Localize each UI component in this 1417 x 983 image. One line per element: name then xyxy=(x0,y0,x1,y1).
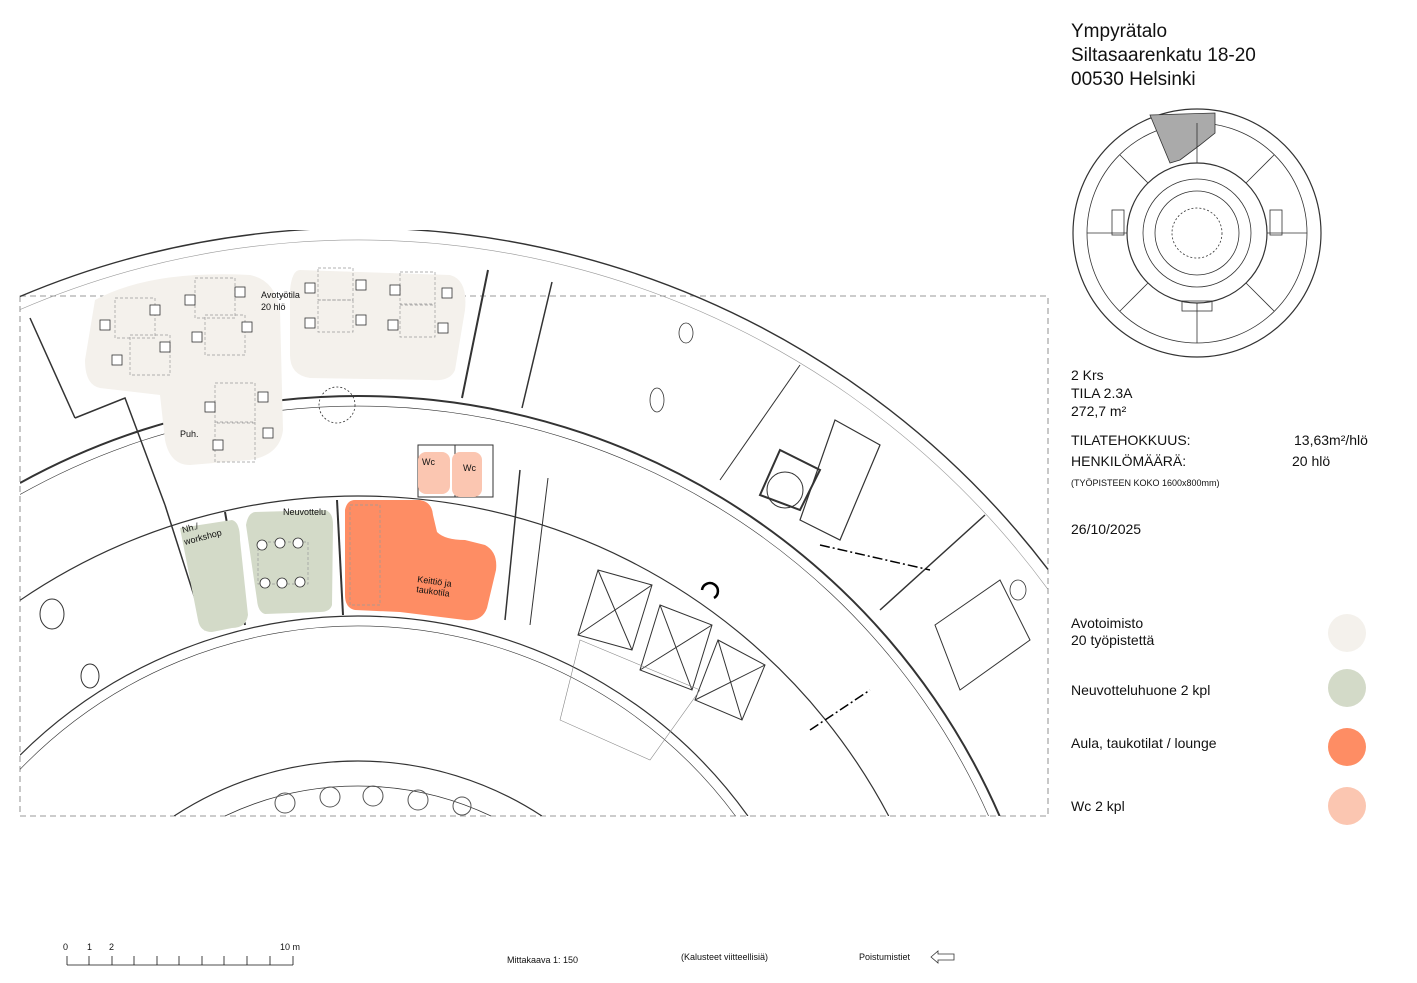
label-phone-room: Puh. xyxy=(180,429,199,439)
legend-swatch-meeting xyxy=(1328,669,1366,707)
exits-label: Poistumistiet xyxy=(859,952,911,962)
address-block: Ympyrätalo Siltasaarenkatu 18-20 00530 H… xyxy=(1071,20,1256,92)
zone-meeting xyxy=(246,510,333,614)
zone-open-office-east xyxy=(290,270,466,381)
legend-swatch-open-office xyxy=(1328,614,1366,652)
stairs-and-elevators xyxy=(559,569,766,761)
floor-plan: Avotyötila 20 hlö Puh. Nh./ workshop Neu… xyxy=(19,230,1049,817)
core-wall xyxy=(20,615,749,816)
legend-sublabel: 20 työpistettä xyxy=(1071,632,1155,648)
label-open-office-count: 20 hlö xyxy=(261,302,286,312)
atrium-wall xyxy=(173,760,543,816)
atrium-inner-wall xyxy=(224,785,492,816)
label-kitchen-1: Keittiö ja xyxy=(417,574,453,589)
corridor-wall-outer-line xyxy=(20,405,989,816)
corridor-wall-inner xyxy=(20,495,890,816)
persons-value: 20 hlö xyxy=(1292,453,1331,469)
stair-direction-icon xyxy=(700,581,720,600)
scale-tick-10: 10 m xyxy=(280,942,300,952)
label-open-office: Avotyötila xyxy=(261,290,300,300)
scale-tick-1: 1 xyxy=(87,942,92,952)
corridor-wall-outer xyxy=(20,394,1001,816)
city: 00530 Helsinki xyxy=(1071,69,1196,90)
label-wc-2: Wc xyxy=(463,463,476,473)
exit-arrow-icon xyxy=(930,950,955,964)
floor-label: 2 Krs xyxy=(1071,367,1104,383)
zone-workshop xyxy=(180,520,248,632)
zone-open-office-west xyxy=(85,274,283,465)
legend-open-office: Avotoimisto 20 työpistettä xyxy=(1071,615,1154,649)
persons-label: HENKILÖMÄÄRÄ: xyxy=(1071,453,1187,469)
scale-tick-2: 2 xyxy=(109,942,114,952)
outer-facade-inner-line xyxy=(20,239,1048,590)
efficiency-value: 13,63m²/hlö xyxy=(1294,432,1368,448)
core-wall-line xyxy=(20,625,736,816)
efficiency-label: TILATEHOKKUUS: xyxy=(1071,432,1191,448)
area-value: 272,7 m² xyxy=(1071,403,1127,419)
room-label: TILA 2.3A xyxy=(1071,385,1133,401)
key-plan-highlight xyxy=(1149,112,1216,164)
legend-meeting: Neuvotteluhuone 2 kpl xyxy=(1071,682,1211,698)
zone-kitchen-lounge xyxy=(345,500,497,621)
label-kitchen-2: taukotila xyxy=(416,584,451,599)
legend-lounge: Aula, taukotilat / lounge xyxy=(1071,735,1217,751)
zone-wc-2 xyxy=(452,452,482,497)
scale-tick-0: 0 xyxy=(63,942,68,952)
legend-label: Avotoimisto xyxy=(1071,615,1144,631)
building-name: Ympyrätalo xyxy=(1071,21,1168,42)
street-address: Siltasaarenkatu 18-20 xyxy=(1071,45,1256,66)
scale-text: Mittakaava 1: 150 xyxy=(507,955,579,965)
legend-swatch-lounge xyxy=(1328,728,1366,766)
legend-wc: Wc 2 kpl xyxy=(1071,798,1125,814)
outer-facade xyxy=(20,230,1048,570)
zone-wc-1 xyxy=(418,452,450,494)
date: 26/10/2025 xyxy=(1071,521,1142,537)
key-plan xyxy=(1072,108,1322,358)
label-workshop-1: Nh./ xyxy=(181,521,200,535)
label-wc-1: Wc xyxy=(422,457,435,467)
workstation-note: (TYÖPISTEEN KOKO 1600x800mm) xyxy=(1071,478,1220,488)
plan-boundary xyxy=(19,295,1049,817)
furniture-note: (Kalusteet viitteellisiä) xyxy=(681,952,769,962)
label-meeting: Neuvottelu xyxy=(283,507,326,517)
legend-swatch-wc xyxy=(1328,787,1366,825)
chairs xyxy=(99,279,453,589)
scale-bar: 0 1 2 10 m xyxy=(63,942,300,966)
